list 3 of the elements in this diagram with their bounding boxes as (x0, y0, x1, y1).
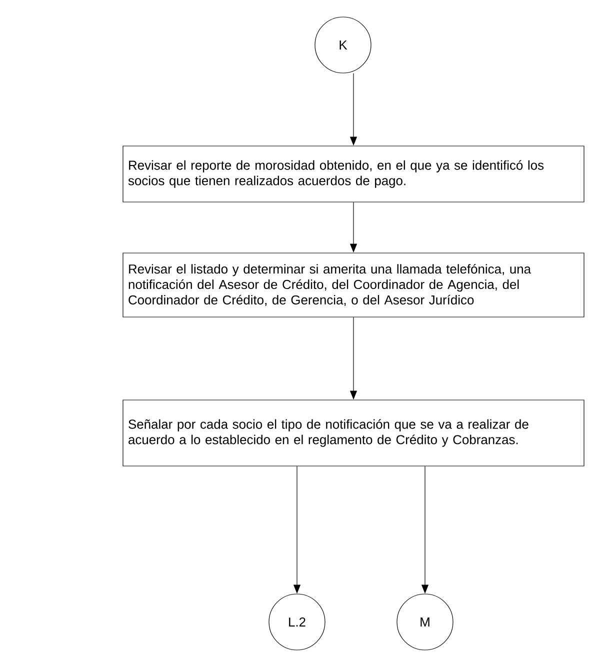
process-box: Revisar el reporte de morosidad obtenido, en el que ya se identificó los socios que tienen realizados acuerdos de pago. (122, 146, 584, 202)
process-box: Revisar el listado y determinar si amerita una llamada telefónica, una notificación del Asesor de Crédito, del Coordinador de Agencia, del Coordinador de Crédito, de Gerencia, o del Asesor Jurídico (122, 252, 584, 318)
process-box: Señalar por cada socio el tipo de notificación que se va a realizar de acuerdo a lo establecido en el reglamento de Crédito y Cobranzas. (122, 400, 584, 466)
